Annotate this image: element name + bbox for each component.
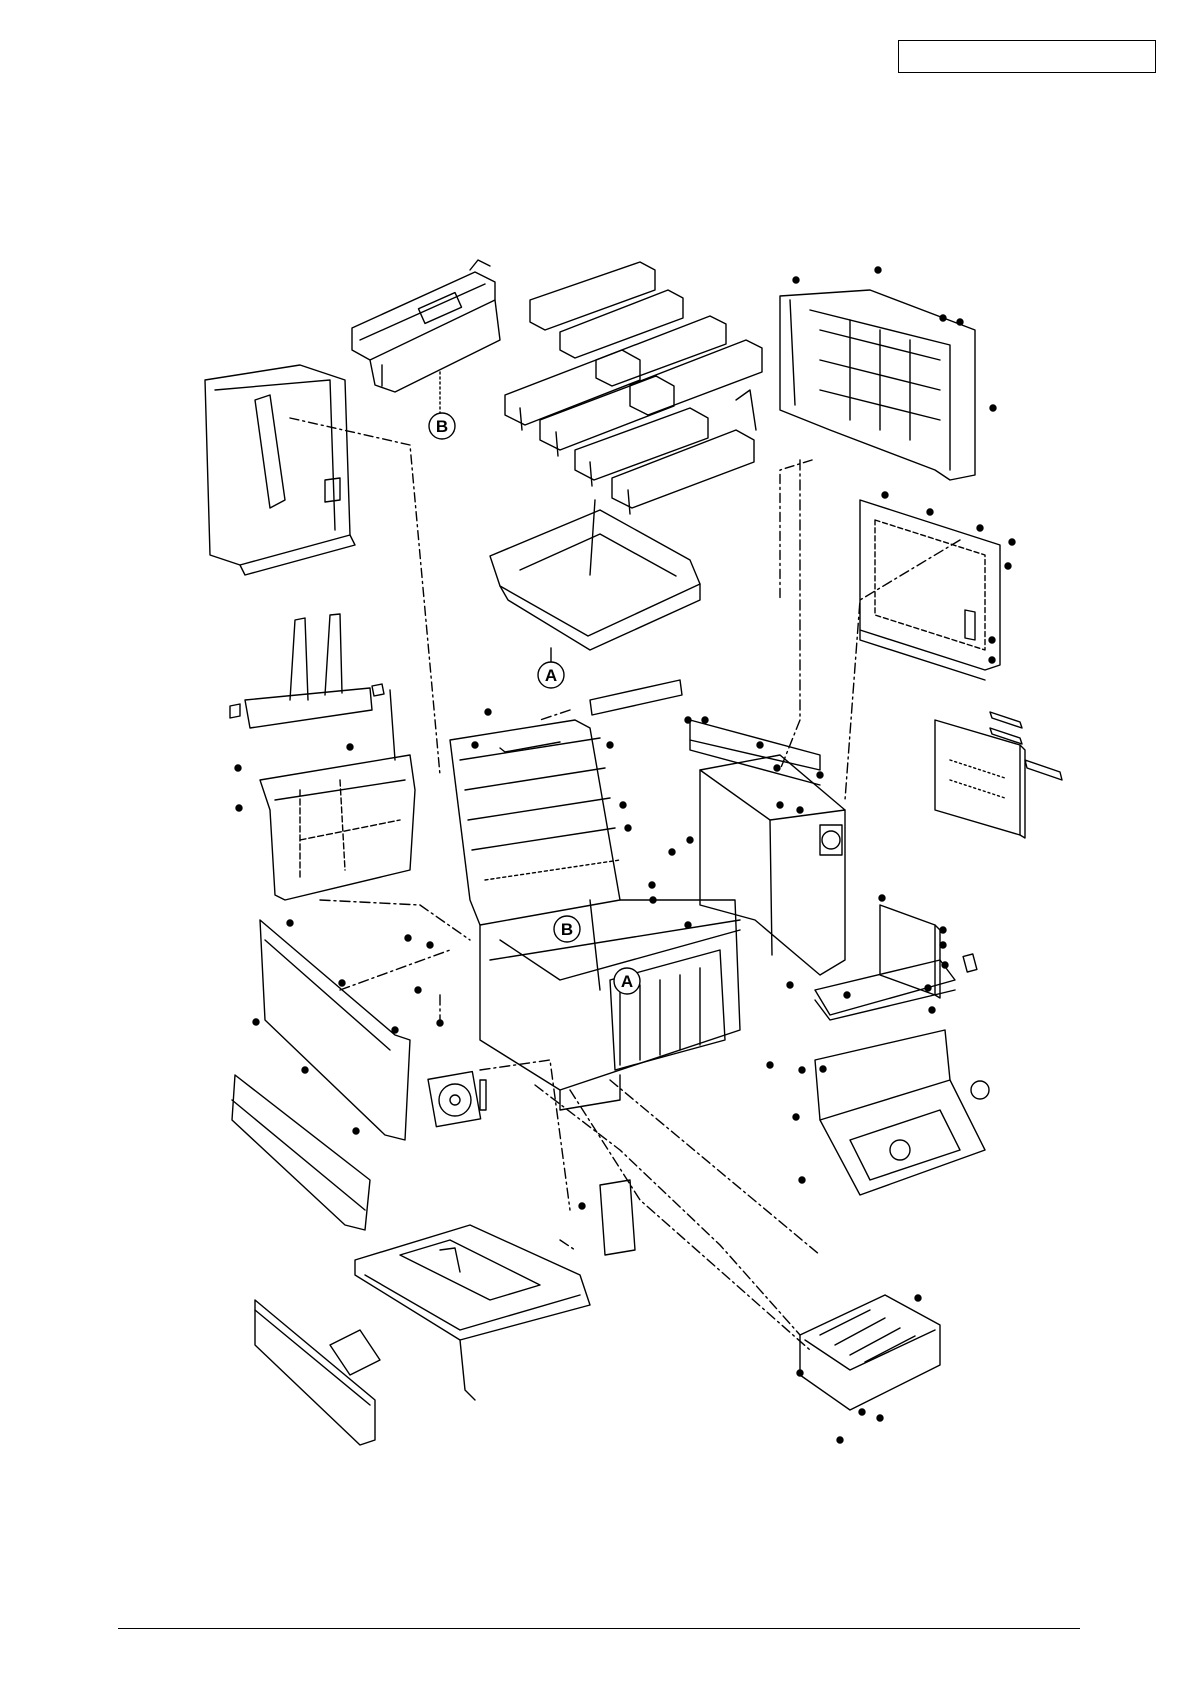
callout-b-main-label: B — [561, 920, 573, 939]
paper-exit-housing — [260, 690, 415, 900]
paper-cassette — [255, 1180, 635, 1445]
footer-rule — [118, 1628, 1080, 1629]
callout-a-main-label: A — [621, 972, 633, 991]
callout-a-top-label: A — [545, 666, 557, 685]
power-supply-unit — [800, 1295, 940, 1410]
screws — [235, 267, 1015, 1443]
belt-unit — [490, 500, 700, 650]
leader-lines — [320, 460, 960, 1350]
cooling-fan — [428, 1072, 486, 1127]
front-cover — [232, 920, 410, 1230]
duplex-unit — [815, 960, 989, 1195]
toner-cartridges — [505, 262, 762, 514]
callout-b-top-label: B — [436, 417, 448, 436]
rear-cover — [780, 290, 975, 600]
fuser-unit — [352, 260, 500, 420]
blank-label-box — [590, 680, 682, 715]
power-board — [880, 905, 977, 998]
paper-guide — [230, 614, 384, 728]
memory-board — [935, 712, 1062, 838]
printer-chassis — [450, 720, 740, 1110]
